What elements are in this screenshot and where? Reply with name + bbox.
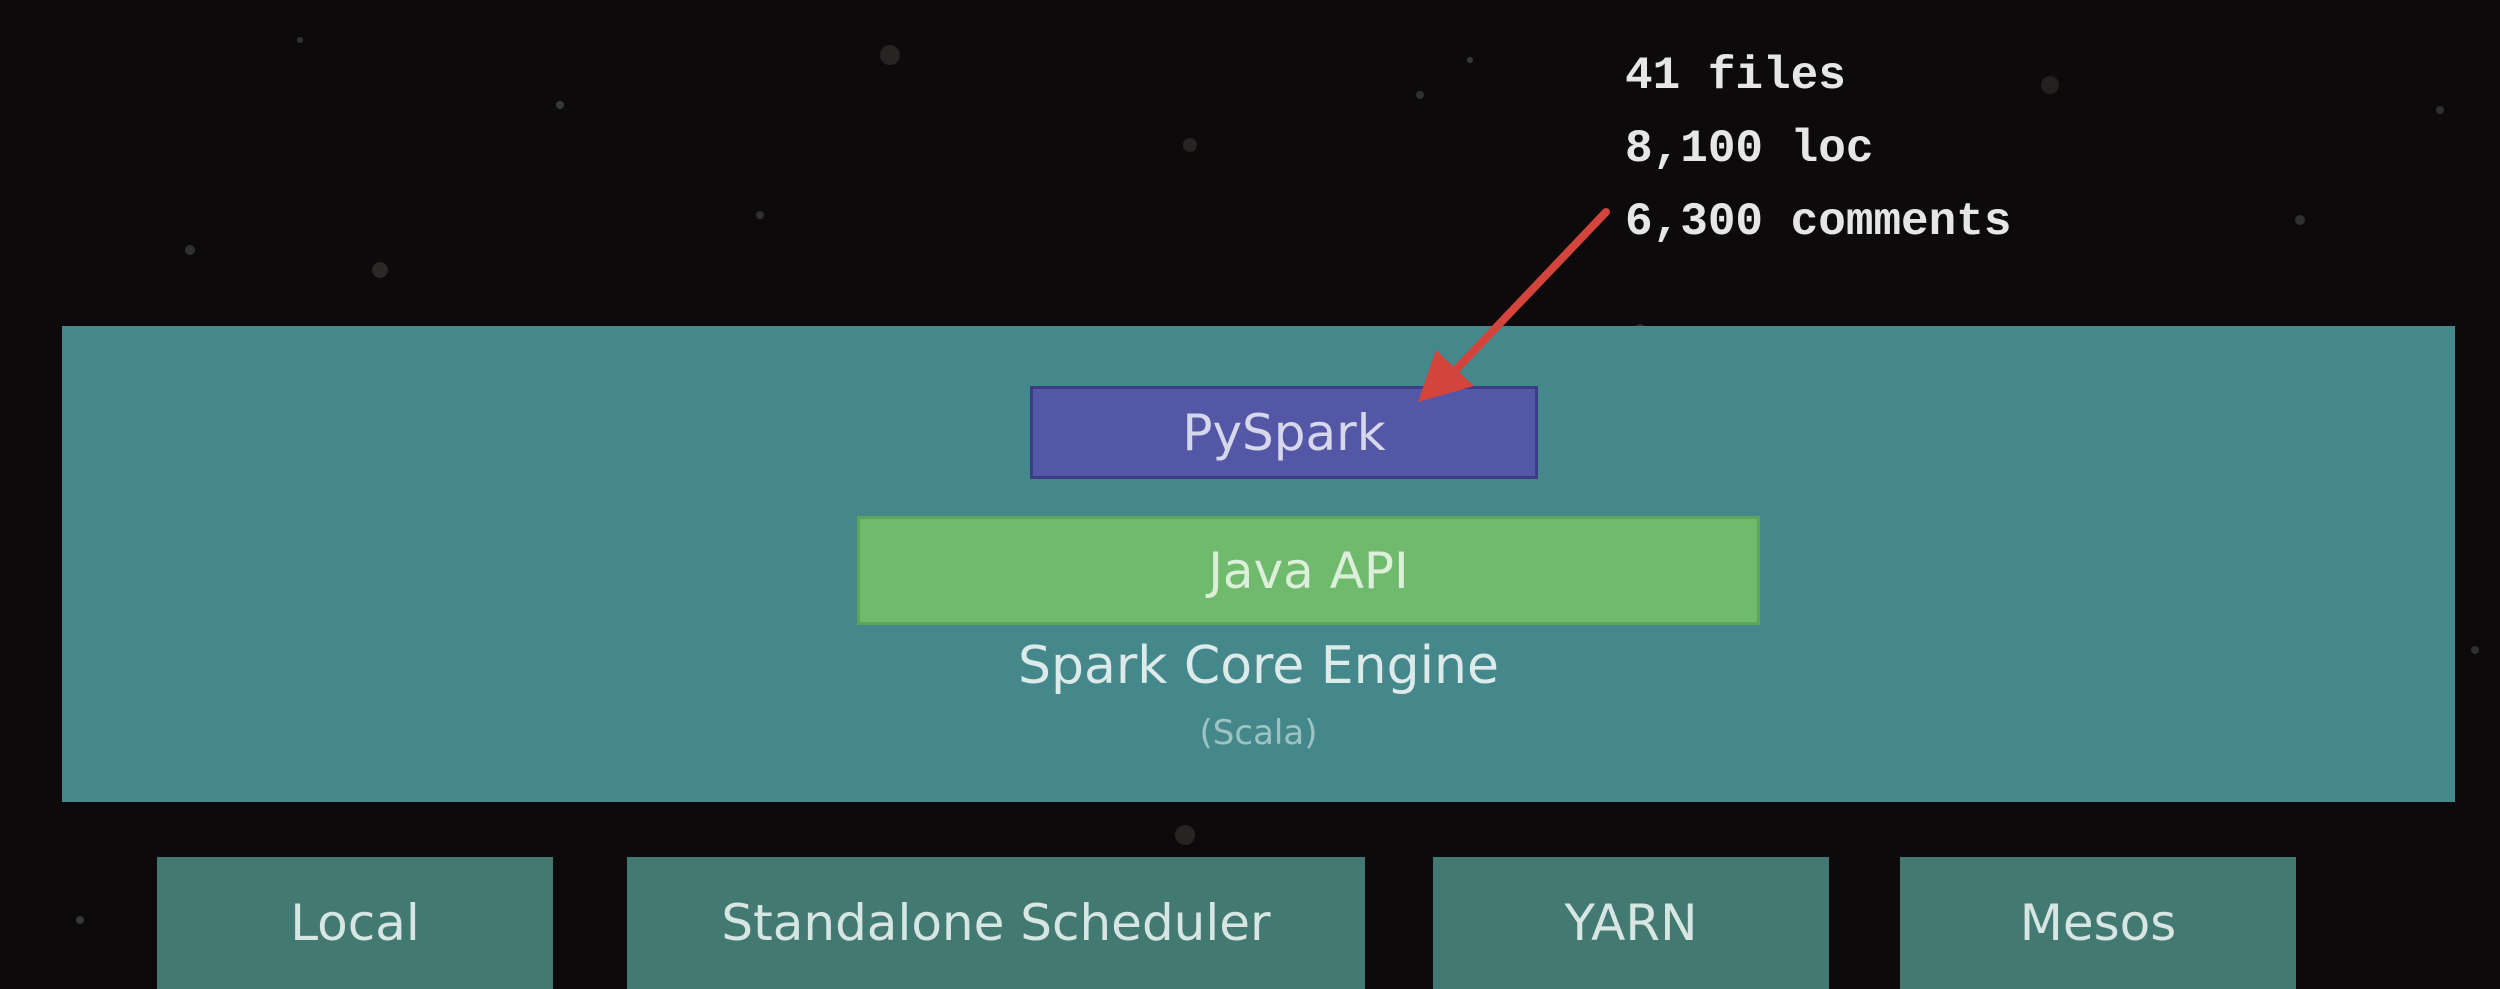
spark-core-engine-block: PySpark Java API Spark Core Engine (Scal… <box>62 326 2455 802</box>
java-api-layer: Java API <box>857 516 1760 625</box>
scheduler-yarn: YARN <box>1433 857 1829 989</box>
scheduler-mesos: Mesos <box>1900 857 2296 989</box>
stat-comments: 6,300 comments <box>1625 196 2012 248</box>
pyspark-layer: PySpark <box>1030 386 1538 479</box>
code-stats-annotation: 41 files 8,100 loc 6,300 comments <box>1625 40 2011 259</box>
stat-files: 41 files <box>1625 50 1846 102</box>
scheduler-standalone-label: Standalone Scheduler <box>721 894 1271 952</box>
core-title: Spark Core Engine <box>1018 636 1499 696</box>
stat-loc: 8,100 loc <box>1625 123 1874 175</box>
scheduler-local-label: Local <box>290 894 420 952</box>
scheduler-local: Local <box>157 857 553 989</box>
pyspark-label: PySpark <box>1182 403 1386 462</box>
scheduler-standalone: Standalone Scheduler <box>627 857 1365 989</box>
scheduler-mesos-label: Mesos <box>2019 894 2177 952</box>
scheduler-yarn-label: YARN <box>1564 894 1698 952</box>
java-api-label: Java API <box>1208 541 1409 600</box>
core-subtitle: (Scala) <box>1199 713 1318 753</box>
